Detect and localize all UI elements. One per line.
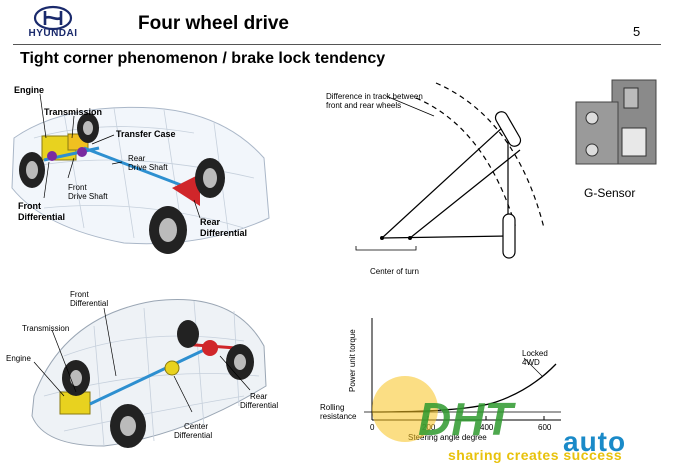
label-center-of-turn: Center of turn (370, 267, 419, 276)
label-transmission: Transmission (22, 324, 70, 333)
drivetrain-figure-bottom: Front Differential Transmission Engine R… (4, 286, 294, 458)
label-front-differential-1: Front (70, 290, 89, 299)
label-engine: Engine (14, 85, 45, 95)
label-x-axis: Steering angle degree (408, 433, 487, 442)
label-x-tick-600: 600 (538, 423, 552, 432)
g-sensor-figure (572, 76, 662, 171)
label-rolling-1: Rolling (320, 403, 345, 412)
torque-graph: Power unit torque Locked 4WD Rolling res… (316, 308, 566, 443)
label-x-tick-0: 0 (370, 423, 375, 432)
label-front-drive-shaft-1: Front (68, 183, 87, 192)
turning-diagram: Difference in track between front and re… (316, 78, 556, 283)
label-front-differential-2: Differential (70, 299, 109, 308)
hyundai-logo-icon (33, 5, 73, 31)
drivetrain-figure-top: Engine Transmission Transfer Case Rear D… (4, 78, 289, 263)
watermark-circle-icon (372, 376, 438, 442)
label-front-drive-shaft-2: Drive Shaft (68, 192, 108, 201)
label-rear-differential-1: Rear (250, 392, 268, 401)
label-rear-differential-2: Differential (240, 401, 279, 410)
label-center-differential-1: Center (184, 422, 209, 431)
label-transfer-case: Transfer Case (116, 129, 176, 139)
page-number: 5 (633, 24, 641, 39)
label-rolling-2: resistance (320, 412, 357, 421)
header-divider (13, 44, 661, 45)
label-rear-differential-1: Rear (200, 217, 221, 227)
label-transmission: Transmission (44, 107, 103, 117)
page-title: Four wheel drive (138, 13, 289, 34)
label-rear-drive-shaft-2: Drive Shaft (128, 163, 168, 172)
label-y-axis: Power unit torque (348, 329, 357, 392)
watermark-brand: auto (563, 426, 627, 457)
turning-diagram-drawing (355, 82, 545, 259)
drivetrain-illustration-top (11, 93, 270, 254)
g-sensor-label: G-Sensor (584, 186, 636, 200)
label-engine: Engine (6, 354, 31, 363)
label-x-tick-400: 400 (480, 423, 494, 432)
watermark-tagline: sharing creates success (448, 447, 623, 463)
logo-text: HYUNDAI (28, 28, 78, 39)
drivetrain-illustration-bottom (31, 298, 267, 448)
slide-subtitle: Tight corner phenomenon / brake lock ten… (20, 50, 386, 67)
watermark-dht: DHT (418, 393, 513, 445)
label-rear-differential-2: Differential (200, 228, 248, 238)
label-track-difference-2: front and rear wheels (326, 101, 402, 110)
label-front-differential-1: Front (18, 201, 41, 211)
label-front-differential-2: Differential (18, 212, 66, 222)
label-track-difference-1: Difference in track between (326, 92, 423, 101)
label-locked-4wd: Locked 4WD (522, 349, 548, 367)
label-rear-drive-shaft-1: Rear (128, 154, 146, 163)
label-center-differential-2: Differential (174, 431, 213, 440)
g-sensor-icon (575, 79, 657, 165)
